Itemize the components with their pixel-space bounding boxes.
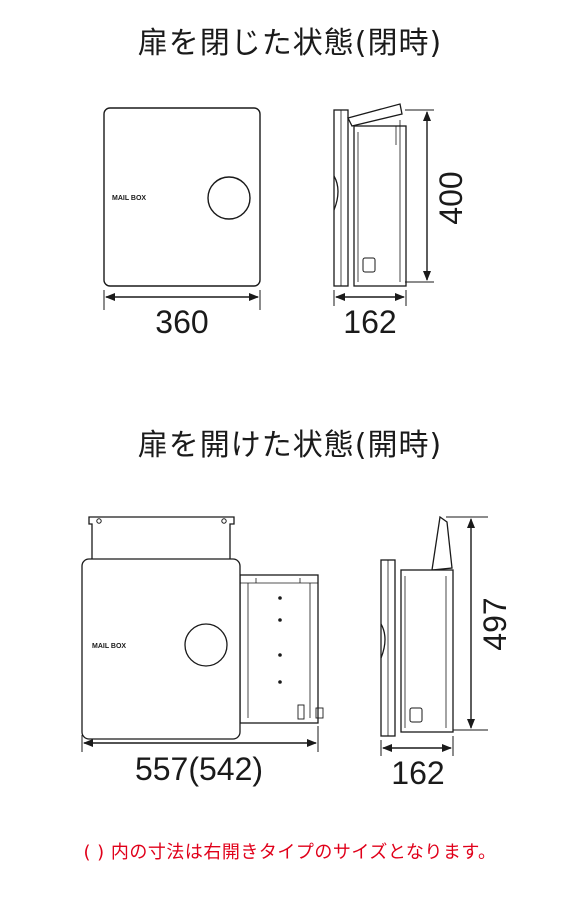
closed-state-title: 扉を閉じた状態(閉時) — [137, 26, 443, 61]
closed-front-mailbox-label: MAIL BOX — [112, 195, 146, 202]
closed-height-value: 400 — [433, 171, 469, 224]
open-front-view — [81, 516, 324, 752]
open-depth-value: 162 — [391, 755, 444, 791]
footnote: ( ) 内の寸法は右開きタイプのサイズとなります。 — [83, 842, 497, 863]
open-width-value: 557(542) — [135, 751, 263, 787]
open-front-mailbox-label: MAIL BOX — [92, 643, 126, 650]
open-side-view — [380, 515, 488, 756]
open-height-value: 497 — [477, 597, 513, 650]
closed-front-view — [103, 107, 261, 310]
closed-width-value: 360 — [155, 304, 208, 340]
closed-front-door — [103, 107, 261, 287]
closed-depth-value: 162 — [343, 304, 396, 340]
closed-front-window — [207, 176, 251, 220]
open-front-lid — [88, 516, 235, 561]
open-front-window — [184, 623, 228, 667]
open-state-title: 扉を開けた状態(開時) — [137, 428, 443, 463]
open-side-lid — [431, 515, 453, 571]
closed-side-view — [333, 103, 434, 306]
